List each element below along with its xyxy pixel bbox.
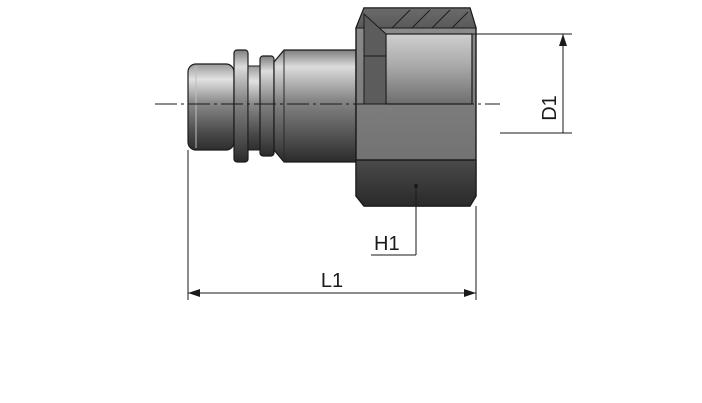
threaded-bore [385,33,473,105]
plug-body [273,49,357,163]
d1-label: D1 [539,95,561,121]
l1-label: L1 [321,270,343,292]
dimension-l1: L1 [187,150,477,300]
dimension-d1: D1 [472,33,572,134]
section-hatch [391,9,469,29]
groove-rings [233,49,275,163]
hex-nut [355,7,477,207]
dimension-h1: H1 [371,184,418,256]
h1-label: H1 [374,233,400,255]
plug-nose [187,63,235,151]
